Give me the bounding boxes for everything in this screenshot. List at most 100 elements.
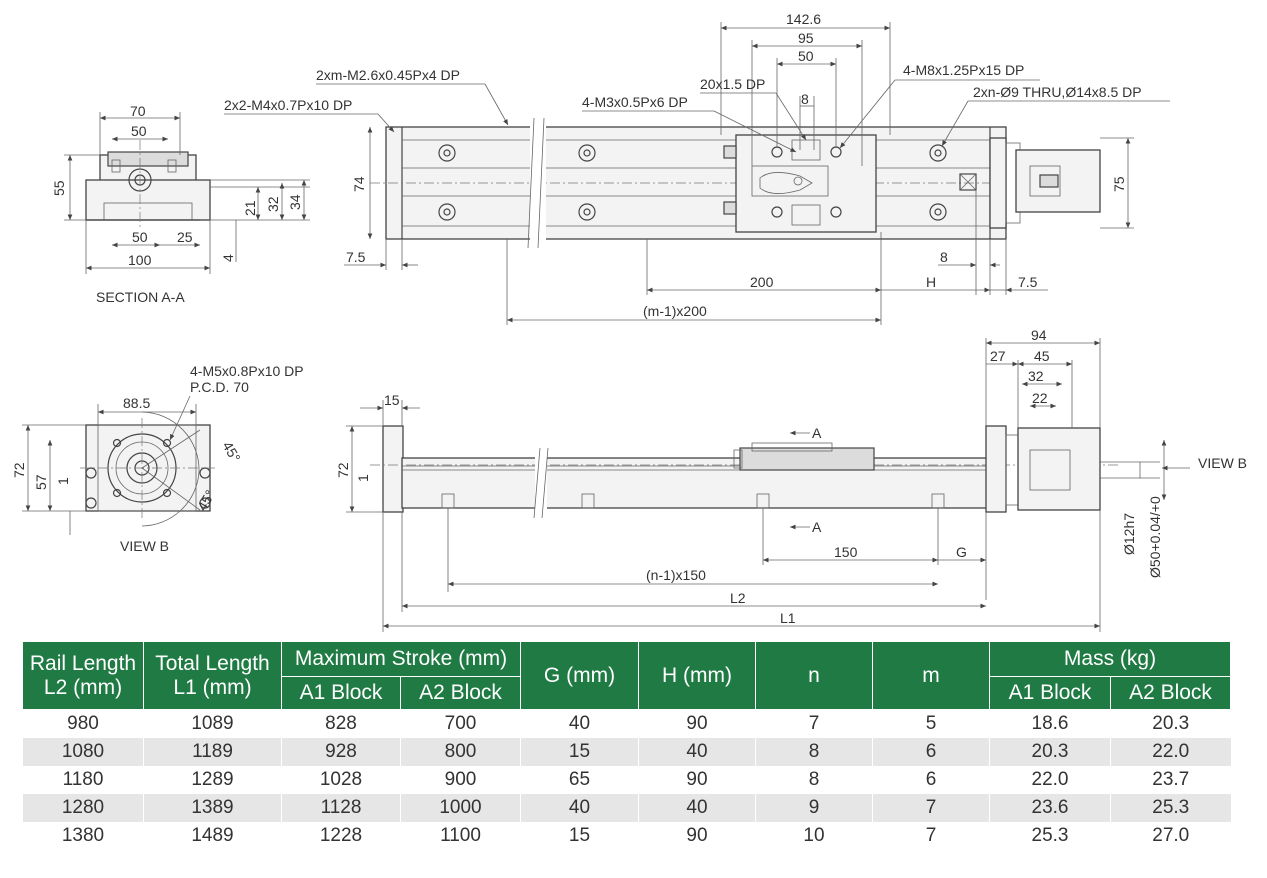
table-cell: 1189 [143, 738, 282, 766]
table-cell: 40 [520, 709, 639, 738]
angle-45-upper: 45° [219, 439, 243, 465]
callout-m8: 4-M8x1.25Px15 DP [903, 62, 1024, 78]
dim-200: 200 [750, 274, 774, 290]
dim-21: 21 [242, 200, 258, 216]
callout-m2-6: 2xm-M2.6x0.45Px4 DP [316, 67, 460, 83]
dim-L1: L1 [780, 610, 796, 626]
table-cell: 6 [872, 766, 990, 794]
header-n: n [755, 641, 873, 710]
table-cell: 8 [755, 738, 873, 766]
dim-8-top: 8 [801, 91, 809, 107]
table-cell: 828 [281, 709, 401, 738]
spec-table: Rail Length L2 (mm) Total Length L1 (mm)… [22, 641, 1231, 850]
header-max-stroke: Maximum Stroke (mm) [281, 641, 521, 677]
table-cell: 22.0 [989, 766, 1111, 794]
header-mass: Mass (kg) [989, 641, 1231, 677]
dim-7-5-right: 7.5 [1018, 274, 1038, 290]
dim-72-side: 72 [335, 462, 351, 478]
dim-n-1-x150: (n-1)x150 [646, 567, 706, 583]
table-cell: 65 [520, 766, 639, 794]
section-a-upper: A [812, 425, 822, 441]
table-cell: 1380 [22, 822, 144, 850]
section-a-a: 70 50 55 21 32 34 4 50 25 100 SECTION A-… [51, 103, 310, 305]
table-cell: 1080 [22, 738, 144, 766]
dim-1-view-b: 1 [55, 477, 71, 485]
dim-25: 25 [177, 229, 193, 245]
table-cell: 980 [22, 709, 144, 738]
table-cell: 23.6 [989, 794, 1111, 822]
table-cell: 90 [638, 709, 756, 738]
dim-70: 70 [130, 103, 146, 119]
dim-22: 22 [1032, 390, 1048, 406]
table-cell: 15 [520, 738, 639, 766]
dim-15: 15 [384, 392, 400, 408]
dim-50-tolerance: Ø50+0.04/+0 [1147, 496, 1163, 578]
callout-m4: 2x2-M4x0.7Px10 DP [224, 97, 352, 113]
section-a-lower: A [812, 519, 822, 535]
table-cell: 25.3 [989, 822, 1111, 850]
dim-G: G [956, 544, 967, 560]
dim-50-top: 50 [131, 123, 147, 139]
dim-8-right: 8 [940, 249, 948, 265]
table-cell: 22.0 [1110, 738, 1231, 766]
dim-27: 27 [990, 348, 1006, 364]
dim-55: 55 [51, 180, 67, 196]
table-cell: 6 [872, 738, 990, 766]
table-cell: 7 [872, 794, 990, 822]
table-cell: 1389 [143, 794, 282, 822]
dim-1-side: 1 [355, 474, 371, 482]
table-cell: 40 [520, 794, 639, 822]
side-view: 15 72 1 A A 150 G (n-1)x150 L2 L1 94 27 [335, 327, 1247, 632]
table-cell: 1089 [143, 709, 282, 738]
callout-m5: 4-M5x0.8Px10 DP [190, 363, 304, 379]
header-m: m [872, 641, 990, 710]
dim-72-view-b: 72 [11, 462, 27, 478]
dim-74: 74 [351, 176, 367, 192]
table-cell: 7 [755, 709, 873, 738]
header-stroke-a2: A2 Block [400, 676, 521, 710]
dim-7-5-left: 7.5 [346, 249, 366, 265]
dim-50-top: 50 [798, 48, 814, 64]
table-cell: 1000 [400, 794, 521, 822]
top-view: 74 7.5 142.6 95 50 8 75 [224, 11, 1170, 325]
table-cell: 1489 [143, 822, 282, 850]
table-cell: 1180 [22, 766, 144, 794]
table-cell: 1128 [281, 794, 401, 822]
view-b-title: VIEW B [120, 538, 169, 554]
table-cell: 40 [638, 794, 756, 822]
header-h: H (mm) [638, 641, 756, 710]
section-a-a-title: SECTION A-A [96, 289, 185, 305]
callout-thru: 2xn-Ø9 THRU,Ø14x8.5 DP [973, 84, 1142, 100]
header-mass-a2: A2 Block [1110, 676, 1231, 710]
dim-45: 45 [1034, 348, 1050, 364]
dim-32: 32 [265, 196, 281, 212]
table-cell: 40 [638, 738, 756, 766]
dim-m-1-x200: (m-1)x200 [643, 303, 707, 319]
view-b: 45° 45° 88.5 72 57 1 4-M5x0.8Px10 DP P.C… [11, 363, 304, 554]
dim-H: H [926, 274, 936, 290]
table-cell: 15 [520, 822, 639, 850]
dim-34: 34 [287, 194, 303, 210]
dim-4: 4 [220, 254, 236, 262]
table-cell: 20.3 [1110, 709, 1231, 738]
table-cell: 20.3 [989, 738, 1111, 766]
table-cell: 9 [755, 794, 873, 822]
dim-32-side: 32 [1028, 368, 1044, 384]
table-cell: 27.0 [1110, 822, 1231, 850]
callout-pcd: P.C.D. 70 [190, 379, 249, 395]
table-cell: 23.7 [1110, 766, 1231, 794]
table-cell: 928 [281, 738, 401, 766]
table-cell: 10 [755, 822, 873, 850]
table-cell: 90 [638, 766, 756, 794]
table-cell: 700 [400, 709, 521, 738]
header-total-length: Total Length L1 (mm) [143, 641, 282, 710]
header-stroke-a1: A1 Block [281, 676, 401, 710]
table-cell: 1280 [22, 794, 144, 822]
table-cell: 800 [400, 738, 521, 766]
dim-12h7: Ø12h7 [1121, 513, 1137, 555]
table-cell: 1289 [143, 766, 282, 794]
